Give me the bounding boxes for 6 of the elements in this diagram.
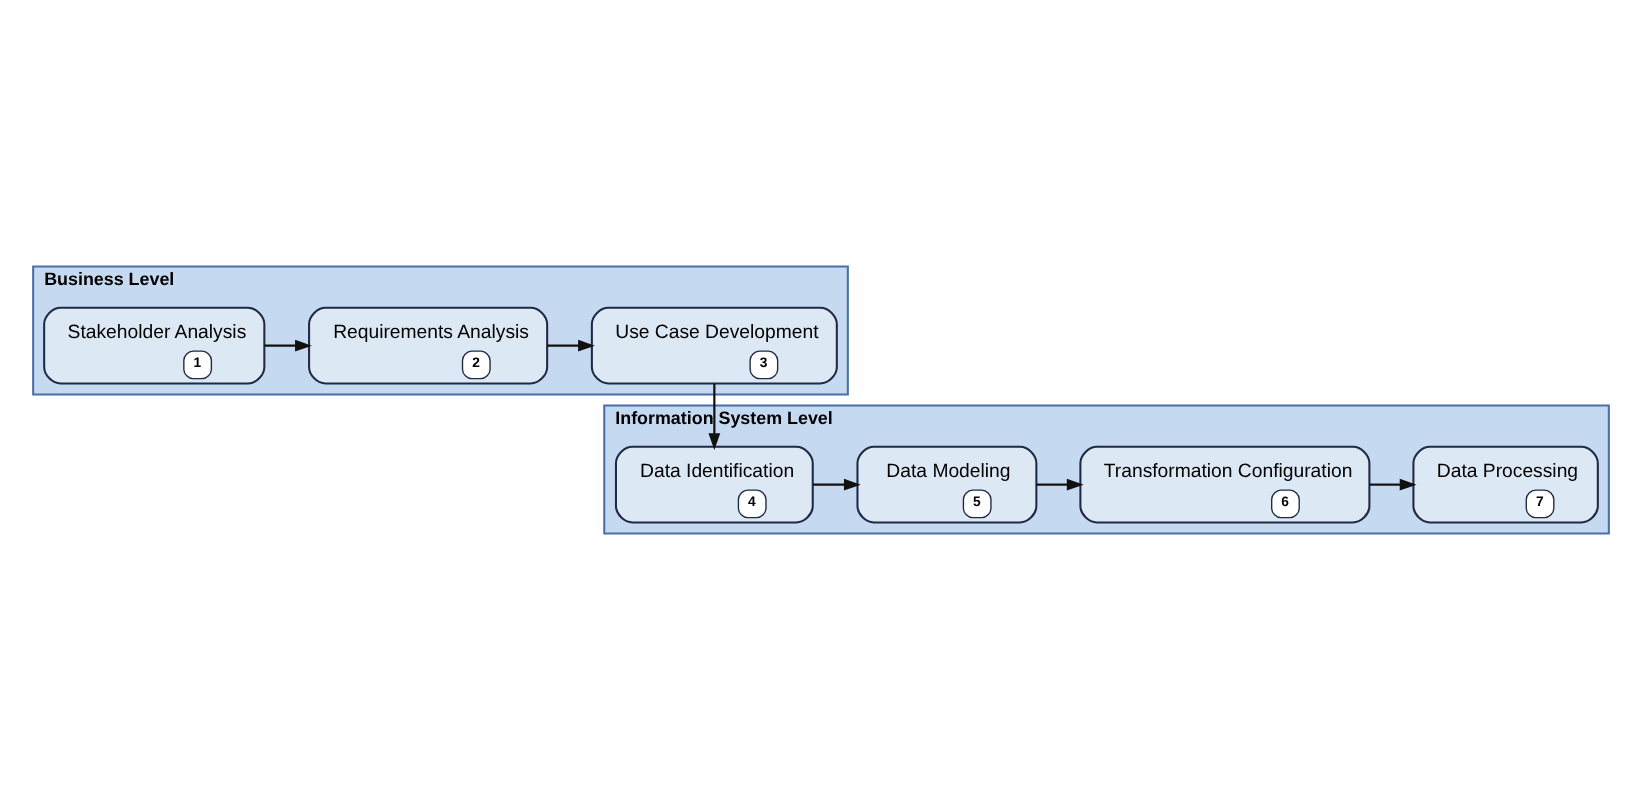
arrow xyxy=(264,339,312,352)
arrow xyxy=(708,383,721,450)
arrow xyxy=(812,478,861,491)
arrow xyxy=(1036,478,1084,491)
arrow xyxy=(547,339,595,352)
arrow xyxy=(1369,478,1417,491)
